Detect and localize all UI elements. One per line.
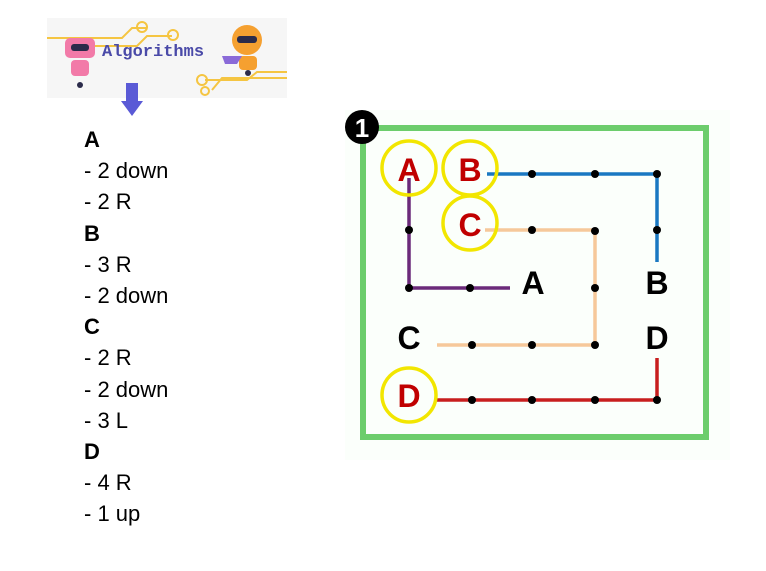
orange-robot-icon [222, 25, 262, 76]
instruction-step: - 2 R [84, 189, 132, 215]
instruction-step: - 3 L [84, 407, 129, 433]
instruction-letter-d: D [84, 439, 100, 465]
algorithms-logo: Algorithms [47, 18, 287, 98]
start-highlights [380, 139, 499, 424]
instruction-list: A - 2 down - 2 R B - 3 R - 2 down C - 2 … [84, 124, 168, 530]
start-label-b: B [458, 152, 481, 188]
down-arrow-icon [121, 83, 143, 116]
number-badge [345, 110, 379, 144]
end-label-b: B [645, 265, 668, 301]
end-label-d: D [645, 320, 668, 356]
instruction-step: - 3 R [84, 251, 132, 277]
badge-number: 1 [355, 113, 369, 143]
instruction-step: - 2 R [84, 345, 132, 371]
instruction-letter-b: B [84, 220, 100, 246]
logo-title: Algorithms [102, 43, 205, 62]
instruction-step: - 4 R [84, 470, 132, 496]
instruction-letter-c: C [84, 314, 100, 340]
circuit-decoration [47, 21, 287, 96]
pink-robot-icon [65, 38, 95, 88]
maze-border [360, 125, 709, 440]
instruction-letter-a: A [84, 127, 100, 152]
end-label-c: C [397, 320, 420, 356]
grid-dots [405, 170, 661, 404]
start-label-c: C [458, 207, 481, 243]
instruction-step: - 2 down [84, 158, 169, 184]
instruction-step: - 2 down [84, 376, 169, 402]
start-label-d: D [397, 378, 420, 414]
instruction-step: - 1 up [84, 501, 141, 527]
start-label-a: A [397, 152, 420, 188]
end-label-a: A [521, 265, 544, 301]
instruction-step: - 2 down [84, 283, 169, 309]
